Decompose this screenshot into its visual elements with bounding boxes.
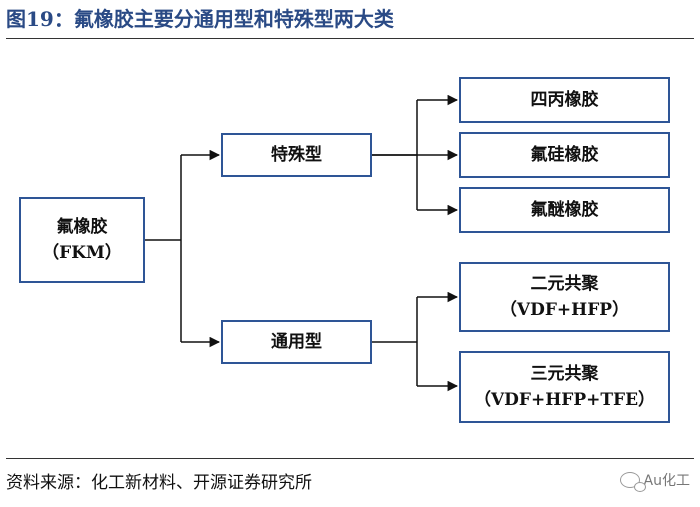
page-title: 图19：氟橡胶主要分通用型和特殊型两大类 xyxy=(6,7,394,31)
node-general-child: 三元共聚 （VDF+HFP+TFE） xyxy=(459,351,670,423)
node-general-label: 通用型 xyxy=(271,332,322,352)
node-special-child-label: 氟硅橡胶 xyxy=(530,145,599,165)
node-special-child: 氟醚橡胶 xyxy=(459,187,670,233)
node-special: 特殊型 xyxy=(221,133,372,177)
source-note: 资料来源：化工新材料、开源证券研究所 xyxy=(6,473,312,493)
watermark: Au化工 xyxy=(619,470,690,492)
node-fkm-line2: （FKM） xyxy=(42,243,122,263)
node-general: 通用型 xyxy=(221,320,372,364)
node-special-label: 特殊型 xyxy=(271,145,322,165)
node-general-child-line1: 二元共聚 xyxy=(530,274,599,294)
node-fkm: 氟橡胶 （FKM） xyxy=(19,197,145,283)
top-divider xyxy=(6,38,694,39)
bottom-divider xyxy=(6,458,694,459)
node-special-child: 四丙橡胶 xyxy=(459,77,670,123)
watermark-text: Au化工 xyxy=(643,473,690,489)
node-general-child-line2: （VDF+HFP+TFE） xyxy=(473,390,656,410)
node-general-child: 二元共聚 （VDF+HFP） xyxy=(459,262,670,332)
node-general-child-line1: 三元共聚 xyxy=(530,364,599,384)
node-special-child-label: 四丙橡胶 xyxy=(530,90,599,110)
node-general-child-line2: （VDF+HFP） xyxy=(499,300,630,320)
node-special-child-label: 氟醚橡胶 xyxy=(530,200,599,220)
node-special-child: 氟硅橡胶 xyxy=(459,132,670,178)
wechat-icon xyxy=(619,472,646,492)
node-fkm-line1: 氟橡胶 xyxy=(56,217,108,237)
